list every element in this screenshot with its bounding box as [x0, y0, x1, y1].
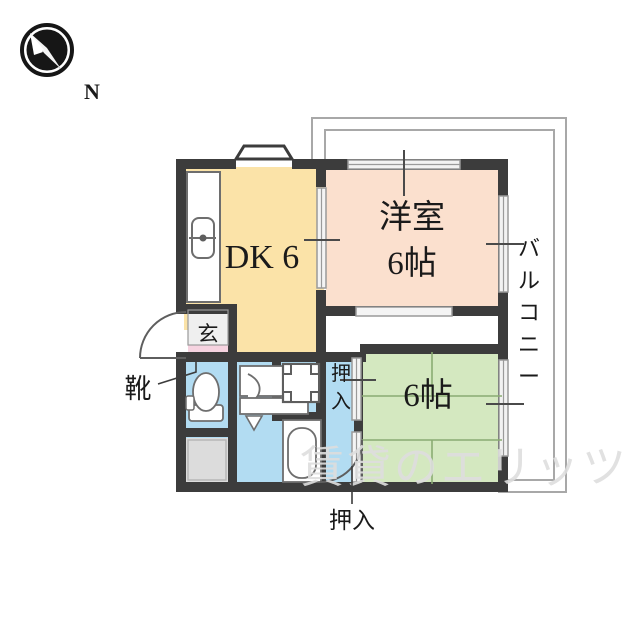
western-room-label-line1: 洋室 [379, 199, 445, 236]
balcony-outline [311, 117, 567, 493]
balcony-label-char-0: バ [518, 236, 540, 261]
dining-kitchen-label: DK 6 [225, 239, 300, 276]
bay-window-icon [233, 144, 295, 161]
washing-machine-icon [281, 362, 321, 404]
windows [304, 150, 524, 483]
entrance-label: 玄 [198, 322, 219, 346]
genkan-floor [188, 310, 228, 345]
balcony-label-char-4: ー [518, 364, 540, 389]
tatami-room-label: 6帖 [403, 377, 453, 414]
utility-area-icon [187, 439, 227, 481]
shoe-box-leader-line [157, 352, 197, 385]
closet-label-lower: 押入 [329, 508, 375, 533]
balcony-label-char-1: ル [518, 268, 540, 293]
tatami-mat-lines [362, 352, 502, 484]
western-room-label-line2: 6帖 [387, 245, 437, 282]
toilet-icon [185, 366, 226, 426]
shoe-box-label: 靴 [125, 374, 152, 404]
watermark-text: 賃貸のエリッツ [300, 443, 629, 492]
tatami-room-door-icon [319, 439, 363, 483]
balcony-label-char-2: コ [518, 300, 540, 325]
compass-north-icon [20, 23, 74, 77]
balcony-label-char-3: ニ [518, 332, 540, 357]
western-room-floor [326, 168, 500, 308]
kitchen-sink-icon [186, 171, 221, 303]
compass-north-label: N [84, 79, 100, 104]
entrance-door-icon [139, 311, 187, 359]
closet-label-upper-char2: 入 [331, 391, 351, 413]
entrance-label-box [187, 309, 229, 346]
bathtub-icon [282, 419, 322, 483]
balcony-label: バ ル コ ニ ー [518, 236, 540, 389]
closet-label-upper-char1: 押 [331, 362, 351, 385]
